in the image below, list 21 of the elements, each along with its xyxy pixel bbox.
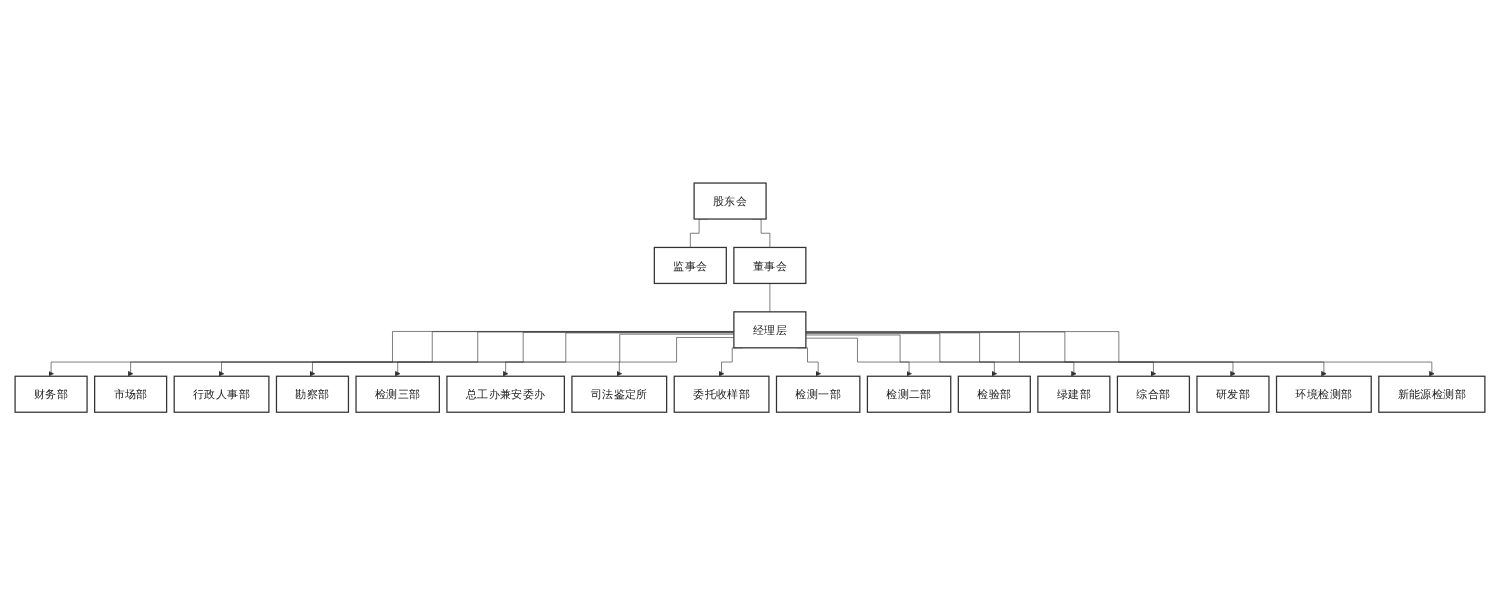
node-box: 检测三部 <box>355 375 440 413</box>
node-box: 市场部 <box>94 375 168 413</box>
node-box: 综合部 <box>1116 375 1191 413</box>
node-box: 检测一部 <box>775 375 861 413</box>
node-box: 财务部 <box>14 375 88 413</box>
node-box: 股东会 <box>693 182 767 220</box>
node-box: 经理层 <box>733 311 807 349</box>
node-box: 检测二部 <box>866 375 952 413</box>
node-box: 总工办兼安委办 <box>446 375 565 413</box>
node-box: 检验部 <box>957 375 1031 413</box>
node-box: 司法鉴定所 <box>571 375 668 413</box>
node-box: 环境检测部 <box>1275 375 1372 413</box>
node-box: 董事会 <box>733 246 807 284</box>
node-box: 勘察部 <box>275 375 350 413</box>
connector <box>769 282 771 313</box>
node-box: 行政人事部 <box>173 375 270 413</box>
node-box: 绿建部 <box>1037 375 1111 413</box>
node-box: 委托收样部 <box>673 375 770 413</box>
node-box: 新能源检测部 <box>1378 375 1486 413</box>
node-box: 监事会 <box>653 246 727 284</box>
node-box: 研发部 <box>1196 375 1270 413</box>
